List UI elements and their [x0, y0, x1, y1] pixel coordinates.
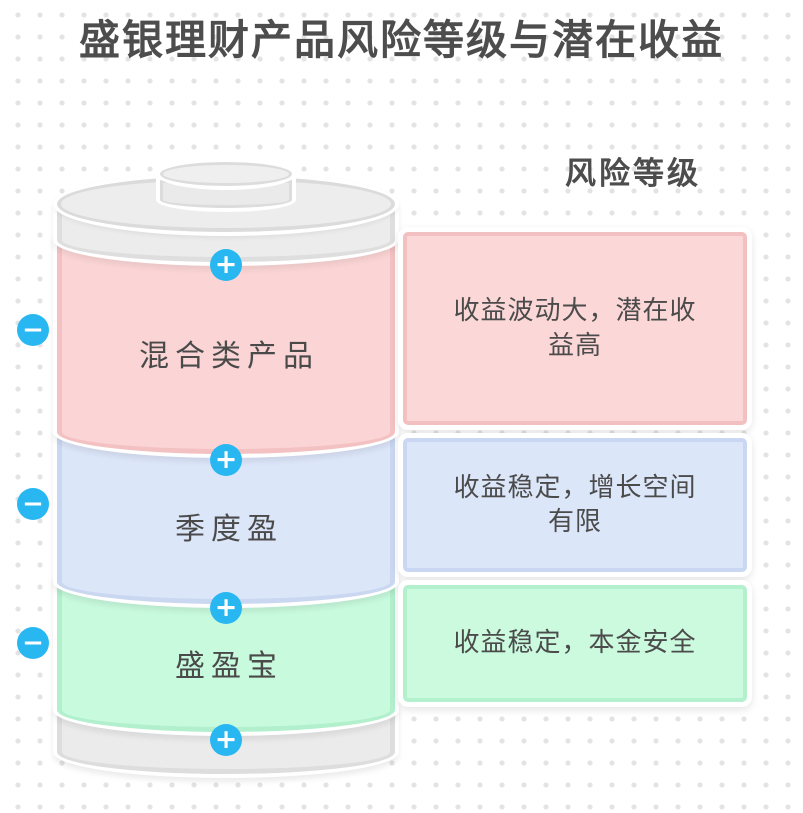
- add-segment-button[interactable]: +: [210, 444, 242, 476]
- remove-segment-button[interactable]: −: [17, 488, 49, 520]
- remove-segment-button[interactable]: −: [17, 314, 49, 346]
- plus-icon: +: [214, 444, 238, 475]
- segment-label: 盛盈宝: [175, 649, 283, 684]
- remove-segment-button[interactable]: −: [17, 627, 49, 659]
- risk-level-header: 风险等级: [565, 156, 701, 192]
- add-segment-button[interactable]: +: [210, 724, 242, 756]
- segment-label: 季度盈: [175, 512, 283, 547]
- plus-icon: +: [214, 592, 238, 623]
- risk-info-text: 收益稳定，本金安全: [453, 628, 697, 659]
- minus-icon: −: [22, 628, 44, 658]
- risk-info-text: 收益稳定，增长空间 有限: [453, 472, 697, 537]
- risk-info-box-mixed: 收益波动大，潜在收 益高: [398, 227, 752, 430]
- plus-icon: +: [214, 249, 238, 280]
- page-title: 盛银理财产品风险等级与潜在收益: [79, 16, 724, 64]
- add-segment-button[interactable]: +: [210, 592, 242, 624]
- add-segment-button[interactable]: +: [210, 249, 242, 281]
- risk-info-box-jiduying: 收益稳定，增长空间 有限: [398, 433, 752, 577]
- segment-label: 混合类产品: [139, 339, 319, 374]
- cylinder-cap-top: [156, 158, 296, 190]
- minus-icon: −: [22, 315, 44, 345]
- plus-icon: +: [214, 724, 238, 755]
- minus-icon: −: [22, 489, 44, 519]
- risk-info-text: 收益波动大，潜在收 益高: [453, 296, 697, 361]
- risk-info-box-shengyingbao: 收益稳定，本金安全: [398, 580, 752, 707]
